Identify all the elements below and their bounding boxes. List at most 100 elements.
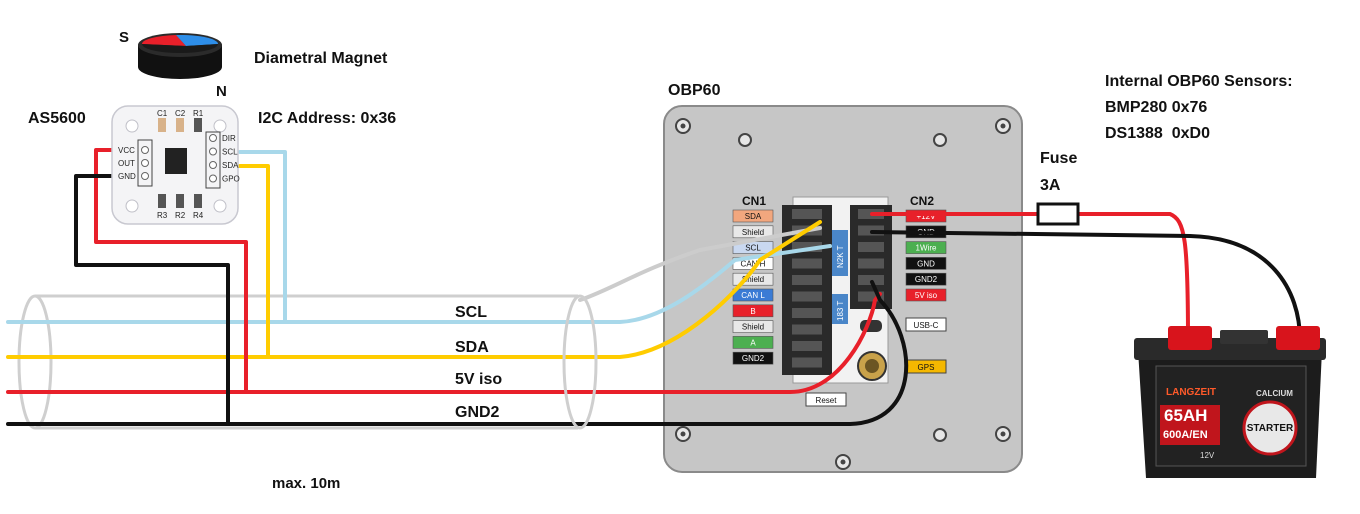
- terminal-slot: [792, 291, 822, 302]
- n2k-label: N2K T: [836, 245, 845, 268]
- cn2-pin-label: 5V iso: [915, 291, 938, 300]
- cable-label-5v: 5V iso: [455, 371, 502, 388]
- sensor-part-label: R3: [157, 211, 168, 220]
- sda-sensor-wire: [238, 164, 270, 359]
- cable-tube: [17, 294, 578, 430]
- cn1-title: CN1: [742, 194, 766, 208]
- mount-hole: [933, 133, 947, 147]
- cn1-pin-label: GND2: [742, 354, 765, 363]
- cn2-title: CN2: [910, 194, 934, 208]
- terminal-slot: [792, 275, 822, 285]
- battery-spec: 600A/EN: [1163, 429, 1208, 441]
- battery-minus-terminal: [1276, 326, 1320, 350]
- fuse-rating: 3A: [1040, 177, 1061, 194]
- terminal-slot: [792, 341, 822, 351]
- reset-button: [805, 392, 847, 407]
- magnet-pole-s: S: [119, 29, 129, 46]
- cn2-pin-label: 1Wire: [916, 244, 937, 253]
- 5v-wire: [6, 292, 882, 394]
- terminal-slot: [792, 258, 822, 269]
- sensor-pad: [141, 172, 149, 180]
- sensor-part-label: R4: [193, 211, 204, 220]
- cn1-pin-badge: [732, 225, 774, 239]
- terminal-slot: [858, 242, 884, 252]
- sensor-part-label: R1: [193, 109, 204, 118]
- magnet-title: Diametral Magnet: [254, 50, 388, 67]
- sensor-pin-label: GND: [118, 172, 136, 181]
- fuse: [1036, 202, 1080, 226]
- cn1-pin-label: Shield: [742, 228, 764, 237]
- device-title: OBP60: [668, 82, 721, 99]
- cn2-connector: [850, 205, 892, 309]
- terminal-slot: [858, 258, 884, 269]
- sensor-i2c: I2C Address: 0x36: [258, 110, 396, 127]
- cn2-pin-badge: [905, 257, 947, 270]
- as5600-chip: [165, 148, 187, 174]
- mount-hole: [738, 133, 752, 147]
- rs-badge: [832, 294, 848, 324]
- sensor-pad: [209, 147, 217, 156]
- battery-volt: 12V: [1200, 451, 1215, 460]
- cn1-pin-label: SDA: [745, 212, 762, 221]
- rs-label: 183 T: [836, 301, 845, 321]
- cn1-pin-label: Shield: [742, 275, 764, 284]
- terminal-slot: [792, 242, 822, 252]
- sensors-line1: BMP280 0x76: [1105, 99, 1207, 116]
- terminal-slot: [792, 308, 822, 318]
- sensor-pad: [141, 159, 149, 167]
- gps-connector: [857, 351, 887, 381]
- cable-label-sda: SDA: [455, 339, 489, 356]
- gnd-sensor-wire: [74, 174, 230, 426]
- cn1-pin-label: Shield: [742, 323, 764, 332]
- sensor-pin-label: SCL: [222, 148, 238, 157]
- cn2-pin-badge: [905, 288, 947, 302]
- cn2-pin-badge: [905, 272, 947, 286]
- cn1-pin-badge: [732, 351, 774, 365]
- cn1-pin-badge: [732, 320, 774, 333]
- shield-wire: [578, 226, 822, 302]
- mount-hole: [995, 118, 1011, 134]
- terminal-slot: [792, 324, 822, 335]
- sensors-title: Internal OBP60 Sensors:: [1105, 73, 1293, 90]
- magnet-icon: [138, 33, 222, 79]
- fuse-label: Fuse: [1040, 150, 1077, 167]
- scl-sensor-wire: [238, 150, 287, 324]
- sensor-part-label: C1: [157, 109, 168, 118]
- cn2-pin-label: GND: [917, 259, 935, 268]
- cn2-pin-label: +12V: [917, 212, 937, 221]
- sensor-pin-label: DIR: [222, 134, 236, 143]
- 5v-sensor-wire: [94, 148, 248, 394]
- cn1-pin-label: SCL: [745, 244, 761, 253]
- scl-wire: [6, 244, 832, 324]
- wires: [6, 148, 1302, 426]
- gnd2-wire: [6, 280, 909, 426]
- terminal-slot: [858, 275, 884, 285]
- cn1-pin-badge: [732, 209, 774, 223]
- sensor-pin-label: OUT: [118, 159, 135, 168]
- cable-tube-end: [562, 294, 598, 430]
- terminal-slot: [792, 357, 822, 368]
- terminal-slot: [792, 209, 822, 219]
- mount-hole: [835, 454, 851, 470]
- magnet-pole-n: N: [216, 83, 227, 100]
- sensor-part-label: C2: [175, 109, 186, 118]
- battery-tech: CALCIUM: [1256, 389, 1293, 398]
- battery-capacity: 65AH: [1164, 406, 1207, 425]
- gps-label: GPS: [918, 363, 935, 372]
- reset-label: Reset: [816, 396, 838, 405]
- mount-hole: [675, 426, 691, 442]
- gnd-battery-wire: [870, 230, 1302, 342]
- sensor-pin-label: SDA: [222, 161, 239, 170]
- cable-length: max. 10m: [272, 475, 340, 492]
- cable-label-gnd2: GND2: [455, 404, 500, 421]
- usb-label: USB-C: [914, 321, 939, 330]
- sensor-pad: [141, 146, 149, 154]
- cable-label-scl: SCL: [455, 304, 487, 321]
- sensor-pad: [209, 174, 217, 183]
- cn1-pin-label: CAN L: [741, 291, 765, 300]
- battery-type: STARTER: [1247, 423, 1294, 434]
